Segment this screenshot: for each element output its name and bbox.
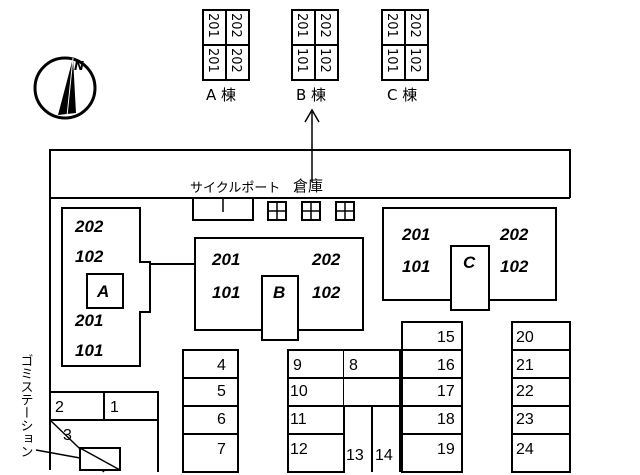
- unit-b-102: 102: [312, 283, 341, 302]
- parking-space-22: 22: [516, 383, 534, 400]
- unit-a-202: 202: [74, 217, 104, 236]
- building-c-letter: C: [463, 253, 476, 272]
- parking-space-21: 21: [516, 357, 534, 374]
- building-b: B 201 202 101 102: [194, 237, 364, 341]
- north-compass-icon: N: [33, 56, 97, 120]
- building-a-label: A 棟: [206, 86, 236, 104]
- unit-b-102: 102: [317, 48, 332, 73]
- unit-c-201: 201: [401, 225, 430, 244]
- parking-space-14: 14: [375, 447, 393, 464]
- parking-space-20: 20: [516, 329, 534, 346]
- parking-space-11: 11: [290, 411, 307, 428]
- unit-b-101: 101: [212, 283, 240, 302]
- unit-c-101: 101: [384, 48, 399, 73]
- unit-a-201: 201: [74, 311, 103, 330]
- parking-space-6: 6: [217, 411, 226, 428]
- unit-b-101: 101: [294, 48, 309, 73]
- building-diagram-b: 201 202 101 102 B 棟: [291, 9, 339, 104]
- unit-b-201-top: 201: [294, 13, 309, 38]
- parking-space-16: 16: [437, 357, 455, 374]
- unit-c-202: 202: [499, 225, 529, 244]
- garbage-station-label: ゴミステーション: [18, 354, 33, 458]
- building-b-letter: B: [273, 283, 285, 302]
- parking-block-1-3: 2 1 3: [49, 391, 159, 473]
- building-a-letter: A: [96, 282, 109, 301]
- unit-b-202: 202: [311, 250, 341, 269]
- parking-space-5: 5: [217, 383, 226, 400]
- parking-space-9: 9: [293, 357, 302, 374]
- unit-c-102: 102: [500, 257, 529, 276]
- parking-space-23: 23: [516, 411, 534, 428]
- parking-space-4: 4: [217, 357, 226, 374]
- parking-block-20-24: 20 21 22 23 24: [511, 321, 571, 473]
- parking-block-15-19: 15 16 17 18 19: [401, 321, 463, 473]
- site-outline: [49, 149, 571, 470]
- up-arrow-icon: [304, 108, 320, 182]
- unit-c-201-top: 201: [384, 13, 399, 38]
- building-c: C 201 202 101 102: [382, 207, 557, 311]
- unit-a-202-bottom: 202: [228, 48, 243, 73]
- parking-block-13-14: 13 14: [343, 405, 401, 472]
- unit-c-102: 102: [407, 48, 422, 73]
- unit-b-201: 201: [211, 250, 240, 269]
- parking-space-2: 2: [55, 399, 64, 416]
- building-c-label: C 棟: [387, 86, 417, 104]
- bike-port-label: サイクルポート: [190, 181, 280, 196]
- parking-space-7: 7: [217, 441, 226, 458]
- unit-b-202-top: 202: [317, 13, 332, 38]
- unit-c-101: 101: [402, 257, 430, 276]
- unit-a-201-top: 201: [205, 13, 220, 38]
- unit-a-201-bottom: 201: [205, 48, 220, 73]
- parking-space-10: 10: [290, 383, 308, 400]
- parking-space-1: 1: [110, 399, 119, 416]
- parking-space-8: 8: [349, 357, 358, 374]
- parking-space-19: 19: [437, 441, 455, 458]
- parking-block-4-7: 4 5 6 7: [182, 349, 239, 473]
- parking-block-8-12: 9 10 11 12 8: [287, 349, 401, 473]
- building-diagram-a: 201 202 201 202 A 棟: [202, 9, 250, 104]
- building-b-label: B 棟: [296, 86, 326, 104]
- warehouse-windows: [267, 201, 355, 221]
- parking-space-3: 3: [63, 427, 72, 444]
- svg-text:N: N: [74, 59, 84, 73]
- parking-space-18: 18: [437, 411, 455, 428]
- parking-space-15: 15: [437, 329, 455, 346]
- parking-space-17: 17: [437, 383, 455, 400]
- unit-c-202-top: 202: [407, 13, 422, 38]
- unit-a-101: 101: [75, 341, 103, 360]
- building-diagram-c: 201 202 101 102 C 棟: [381, 9, 429, 104]
- parking-space-24: 24: [516, 441, 534, 458]
- building-a: A 202 102 201 101: [61, 207, 151, 367]
- unit-a-202-top: 202: [228, 13, 243, 38]
- parking-space-12: 12: [290, 441, 308, 458]
- garbage-station: ゴミステーション: [18, 354, 121, 471]
- unit-a-102: 102: [75, 247, 104, 266]
- parking-space-13: 13: [346, 447, 364, 464]
- warehouse-label: 倉庫: [293, 177, 323, 195]
